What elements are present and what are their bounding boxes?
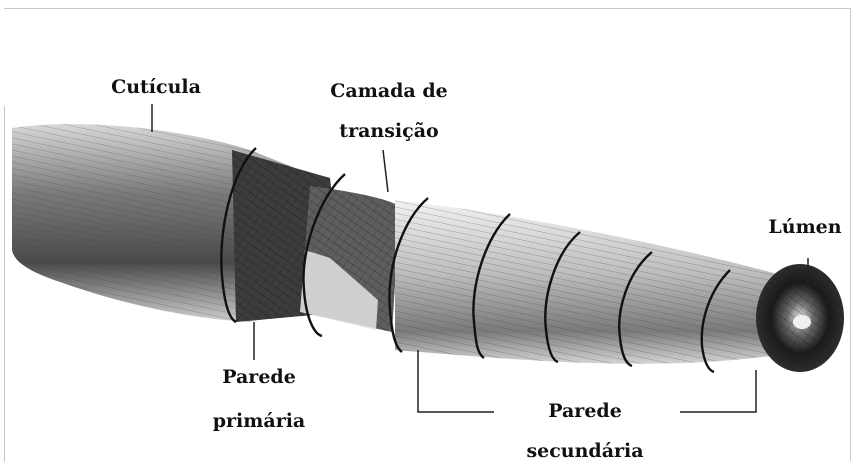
label-parede-secundaria-line1: Parede bbox=[520, 396, 650, 426]
label-camada-line1: Camada de bbox=[322, 76, 456, 106]
label-parede-secundaria-line2: secundária bbox=[510, 436, 660, 466]
label-lumen: Lúmen bbox=[760, 212, 850, 242]
label-parede-primaria-line2: primária bbox=[204, 406, 314, 436]
lumen-core bbox=[793, 315, 811, 329]
label-parede-primaria-line1: Parede bbox=[204, 362, 314, 392]
label-cuticula: Cutícula bbox=[104, 72, 208, 102]
label-camada-line2: transição bbox=[322, 116, 456, 146]
